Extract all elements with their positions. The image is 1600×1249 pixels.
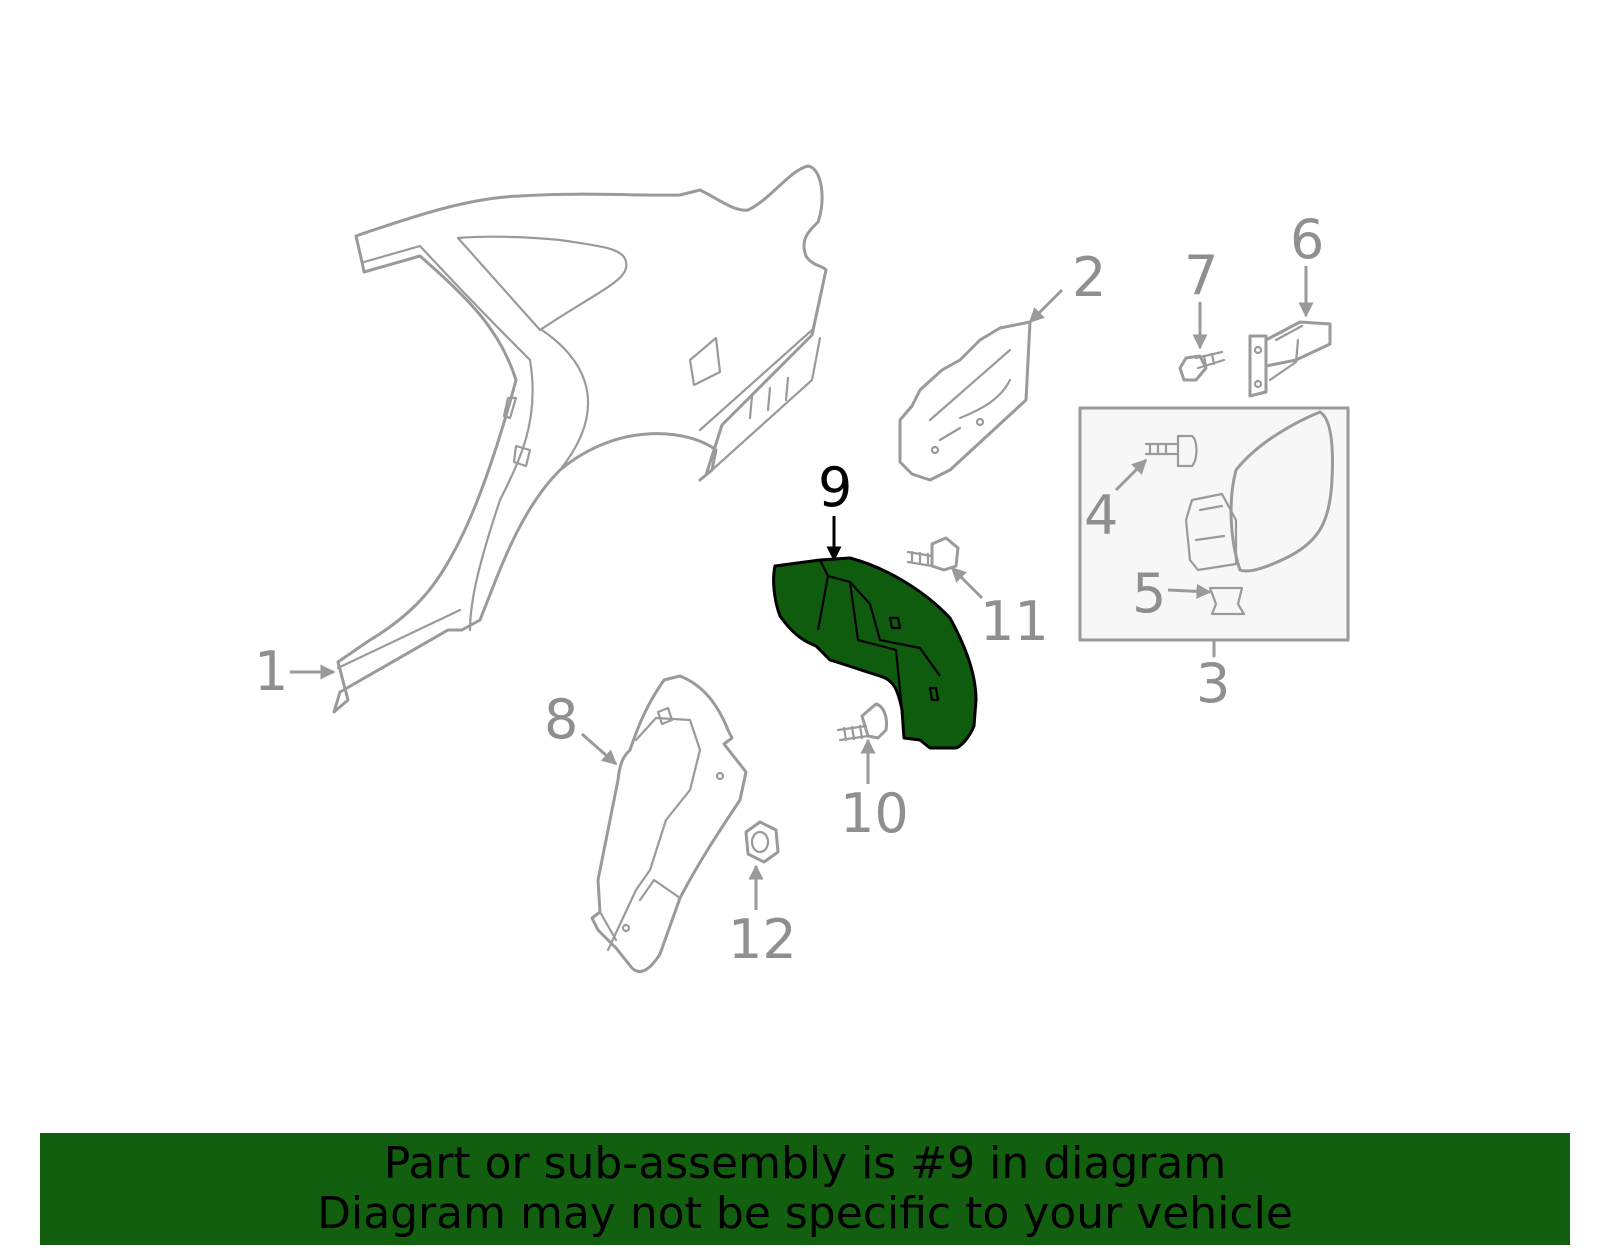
callout-4[interactable]: 4 — [1084, 484, 1118, 547]
callout-12[interactable]: 12 — [728, 908, 797, 971]
nut-part — [744, 820, 780, 864]
callout-10[interactable]: 10 — [840, 782, 909, 845]
callout-11[interactable]: 11 — [980, 590, 1049, 653]
hinge-part — [1248, 320, 1332, 398]
bracket-part — [898, 320, 1032, 482]
banner-line-1: Part or sub-assembly is #9 in diagram — [383, 1138, 1227, 1189]
leader-arrows — [290, 266, 1314, 910]
callout-7[interactable]: 7 — [1184, 244, 1218, 307]
bolt-part — [1178, 350, 1226, 382]
callout-5[interactable]: 5 — [1132, 562, 1166, 625]
callout-2[interactable]: 2 — [1072, 246, 1106, 309]
screw-11-part — [906, 536, 960, 572]
quarter-panel-part — [332, 164, 828, 714]
callout-3[interactable]: 3 — [1196, 652, 1230, 715]
callout-1[interactable]: 1 — [254, 640, 288, 703]
callout-6[interactable]: 6 — [1290, 208, 1324, 271]
screw-10-part — [836, 702, 888, 742]
info-banner: Part or sub-assembly is #9 in diagram Di… — [40, 1133, 1570, 1245]
callout-8[interactable]: 8 — [544, 688, 578, 751]
inner-panel-part — [590, 674, 748, 973]
callout-9-selected[interactable]: 9 — [818, 456, 852, 519]
banner-line-2: Diagram may not be specific to your vehi… — [317, 1188, 1293, 1239]
wheelhouse-liner-part — [772, 556, 978, 750]
fuel-door-assembly-box — [1078, 406, 1350, 658]
